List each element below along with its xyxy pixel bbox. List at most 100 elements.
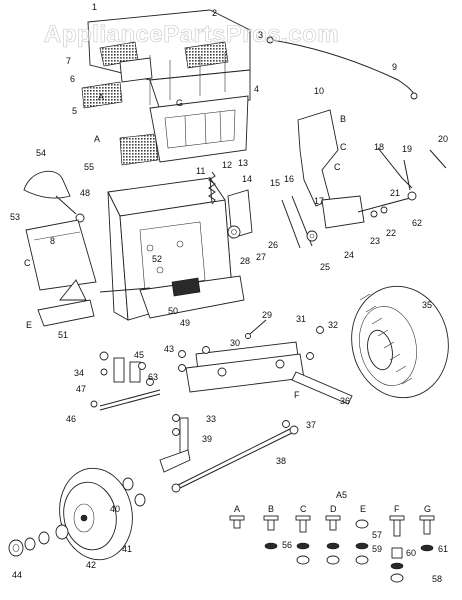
- part-label: 17: [314, 196, 324, 206]
- part-label: 11: [196, 166, 205, 176]
- part-label: 58: [432, 574, 442, 584]
- part-label: 63: [148, 372, 158, 382]
- part-label: 45: [134, 350, 144, 360]
- spring-bracket: [208, 171, 253, 239]
- ref-letter: F: [294, 390, 300, 400]
- hardware-letter: B: [268, 504, 274, 514]
- spindle: [159, 417, 191, 473]
- front-wheel: [59, 467, 133, 561]
- part-label: 54: [36, 148, 46, 158]
- part-label: 28: [240, 256, 250, 266]
- part-label: 34: [74, 368, 84, 378]
- part-label: 16: [284, 174, 294, 184]
- hardware-letter: A: [234, 504, 240, 514]
- part-label: 22: [386, 228, 396, 238]
- front-bracket: [37, 279, 95, 327]
- part-label: 4: [254, 84, 259, 94]
- part-label: 31: [296, 314, 306, 324]
- part-label: 36: [340, 396, 350, 406]
- part-label: 6: [70, 74, 75, 84]
- part-label: 47: [76, 384, 86, 394]
- rear-tire: [351, 285, 449, 399]
- part-label: 44: [12, 570, 22, 580]
- part-label: 19: [402, 144, 412, 154]
- part-label: 37: [306, 420, 316, 430]
- part-label: 2: [212, 8, 217, 18]
- part-label: 59: [372, 544, 382, 554]
- assembly-label: A5: [336, 490, 347, 500]
- part-label: 1: [92, 2, 97, 12]
- part-label: 62: [412, 218, 422, 228]
- part-label: 51: [58, 330, 68, 340]
- part-label: 52: [152, 254, 162, 264]
- grille-panel: [119, 95, 249, 166]
- part-label: 18: [374, 142, 384, 152]
- hardware-kit-letters: A B C D E F G: [234, 504, 431, 514]
- part-label: 3: [258, 30, 263, 40]
- part-label: 42: [86, 560, 96, 570]
- tie-rod: [171, 425, 299, 493]
- ref-letter: A: [94, 134, 100, 144]
- part-label: 40: [110, 504, 120, 514]
- part-label: 55: [84, 162, 94, 172]
- ref-letter: G: [176, 98, 183, 108]
- part-label: 60: [406, 548, 416, 558]
- seat-assembly: [23, 170, 97, 291]
- part-label: 49: [180, 318, 190, 328]
- part-label: 20: [438, 134, 448, 144]
- part-label: 13: [238, 158, 248, 168]
- ref-letter: A: [98, 92, 104, 102]
- part-number-labels: 1 2 3 7 6 5 4 9 10 55 54 48 53 8 11 12 1…: [10, 2, 448, 584]
- part-label: 53: [10, 212, 20, 222]
- part-label: 61: [438, 544, 448, 554]
- hardware-letter: D: [330, 504, 337, 514]
- main-frame: [99, 176, 245, 321]
- part-label: 43: [164, 344, 174, 354]
- part-label: 30: [230, 338, 240, 348]
- steering-link: [99, 357, 161, 411]
- part-label: 7: [66, 56, 71, 66]
- part-label: 24: [344, 250, 354, 260]
- part-label: 38: [276, 456, 286, 466]
- brake-linkage: [281, 147, 447, 249]
- part-label: 9: [392, 62, 397, 72]
- part-label: 25: [320, 262, 330, 272]
- hardware-letter: C: [300, 504, 307, 514]
- part-label: 32: [328, 320, 338, 330]
- part-label: 35: [422, 300, 432, 310]
- ref-letter: C: [24, 258, 31, 268]
- reference-letters: A A B C C C E F G: [24, 92, 347, 400]
- hardware-letter: F: [394, 504, 400, 514]
- side-shroud: [297, 109, 339, 207]
- part-label: 39: [202, 434, 212, 444]
- ref-letter: C: [334, 162, 341, 172]
- wheel-bearings: [8, 477, 146, 557]
- part-label: 50: [168, 306, 178, 316]
- ref-letter: E: [26, 320, 32, 330]
- watermark-text: AppliancePartsPros.com: [44, 21, 339, 48]
- part-label: 56: [282, 540, 292, 550]
- part-label: 5: [72, 106, 77, 116]
- part-label: 46: [66, 414, 76, 424]
- throttle-cable: [266, 36, 418, 100]
- part-label: 15: [270, 178, 280, 188]
- part-label: 12: [222, 160, 232, 170]
- part-label: 10: [314, 86, 324, 96]
- part-label: 23: [370, 236, 380, 246]
- part-label: 29: [262, 310, 272, 320]
- part-label: 48: [80, 188, 90, 198]
- hardware-letter: E: [360, 504, 366, 514]
- part-label: 41: [122, 544, 132, 554]
- part-label: 26: [268, 240, 278, 250]
- part-label: 14: [242, 174, 252, 184]
- part-label: 27: [256, 252, 266, 262]
- front-axle: [185, 341, 353, 405]
- part-label: 33: [206, 414, 216, 424]
- part-label: 21: [390, 188, 400, 198]
- part-label: 57: [372, 530, 382, 540]
- ref-letter: B: [340, 114, 346, 124]
- hardware-letter: G: [424, 504, 431, 514]
- hardware-kit-parts: [229, 515, 435, 583]
- part-label: 8: [50, 236, 55, 246]
